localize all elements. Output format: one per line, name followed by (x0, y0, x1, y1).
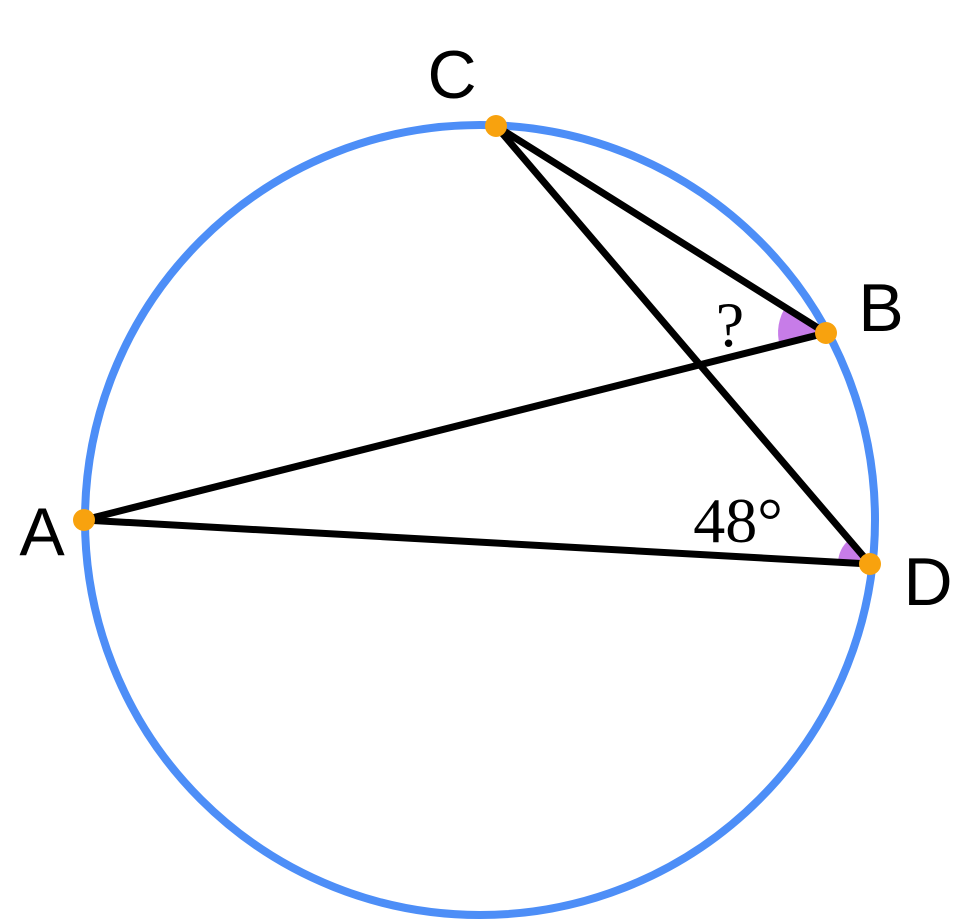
angle-label-b: ? (716, 289, 744, 360)
point-c (485, 115, 507, 137)
angle-label-d: 48° (693, 485, 783, 556)
label-c: C (427, 37, 476, 113)
point-b (815, 322, 837, 344)
segment-ab (80, 329, 830, 524)
label-d: D (903, 544, 952, 620)
segment-cd (492, 122, 874, 568)
segment-ad (80, 516, 874, 568)
segment-cb (492, 122, 830, 337)
label-a: A (19, 494, 65, 570)
point-a (73, 509, 95, 531)
label-b: B (858, 270, 903, 346)
point-d (859, 553, 881, 575)
